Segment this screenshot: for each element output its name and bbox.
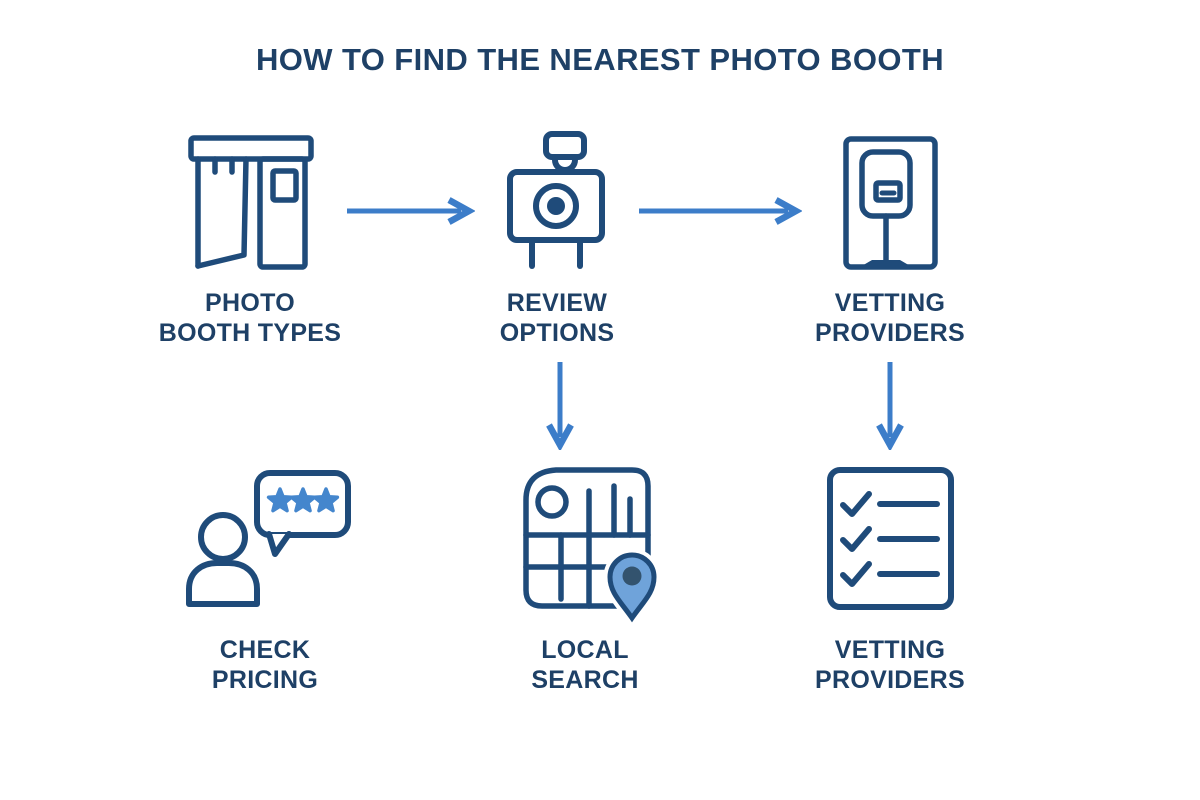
arrow-down-svg: [546, 362, 574, 452]
arrow-right-svg: [639, 197, 803, 225]
camera-icon-svg: [507, 131, 605, 269]
label-line: PROVIDERS: [815, 666, 965, 694]
checklist-icon-svg: [827, 467, 954, 610]
customer-review-icon: [183, 468, 353, 625]
label-line: VETTING: [834, 289, 946, 317]
node-label-vetting-providers-bottom: VETTING PROVIDERS: [740, 635, 1040, 695]
star-icons: [266, 487, 340, 513]
label-line: PHOTO: [205, 289, 295, 317]
arrow-right-svg: [347, 197, 476, 225]
label-line: LOCAL: [541, 636, 629, 664]
map-location-icon: [522, 466, 662, 631]
label-line: PRICING: [211, 666, 319, 694]
node-label-review-options: REVIEW OPTIONS: [407, 288, 707, 348]
node-label-vetting-providers-top: VETTING PROVIDERS: [740, 288, 1040, 348]
photo-kiosk-icon-svg: [843, 136, 938, 270]
arrow-down-svg: [876, 362, 904, 452]
arrow-down-icon: [546, 360, 574, 455]
diagram-title: HOW TO FIND THE NEAREST PHOTO BOOTH: [256, 42, 944, 77]
node-label-photo-booth-types: PHOTO BOOTH TYPES: [100, 288, 400, 348]
photo-booth-icon: [183, 133, 318, 275]
checklist-icon: [826, 466, 956, 617]
label-line: PROVIDERS: [815, 319, 965, 347]
label-line: CHECK: [219, 636, 311, 664]
arrow-right-icon: [637, 197, 803, 230]
label-line: VETTING: [834, 636, 946, 664]
label-line: SEARCH: [531, 666, 639, 694]
label-line: BOOTH TYPES: [158, 319, 342, 347]
photo-kiosk-icon: [843, 136, 938, 275]
customer-review-icon-svg: [186, 470, 351, 607]
arrow-down-icon: [876, 360, 904, 455]
location-pin: [607, 552, 657, 623]
camera-icon: [507, 130, 613, 275]
map-location-icon-svg: [523, 467, 661, 630]
node-label-check-pricing: CHECK PRICING: [115, 635, 415, 695]
arrow-right-icon: [345, 197, 476, 230]
photo-booth-icon-svg: [188, 135, 314, 270]
node-label-local-search: LOCAL SEARCH: [435, 635, 735, 695]
label-line: OPTIONS: [499, 319, 615, 347]
label-line: REVIEW: [506, 289, 608, 317]
